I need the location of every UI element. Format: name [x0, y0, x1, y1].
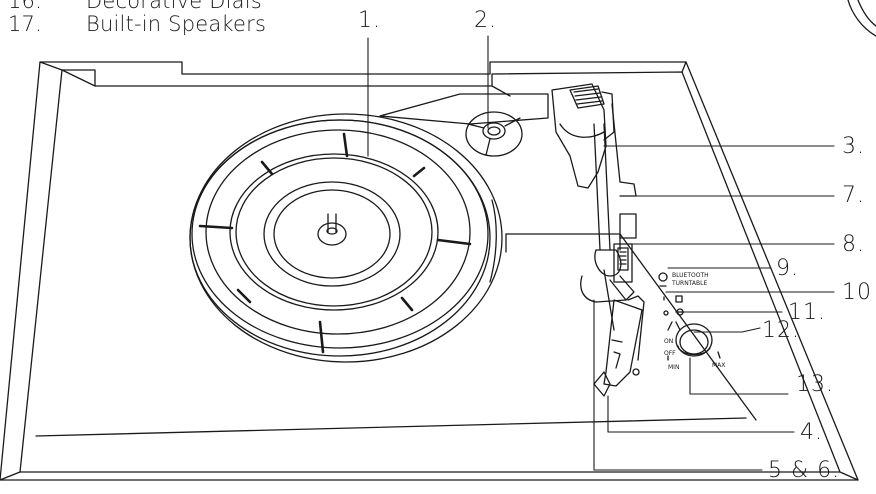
legend-text: Decorative Dials: [86, 0, 262, 13]
callout-7: 7.: [842, 183, 865, 208]
leader-12: [693, 327, 761, 333]
label-off: OFF: [664, 350, 676, 357]
callout-3: 3.: [842, 134, 865, 159]
legend-number: 17.: [8, 12, 42, 36]
legend-row: 17. Built-in Speakers: [0, 13, 266, 36]
callout-8: 8.: [842, 232, 865, 257]
label-turntable: TURNTABLE: [672, 280, 708, 287]
legend-number: 16.: [8, 0, 42, 13]
platter: [189, 113, 503, 363]
tonearm: [551, 83, 645, 397]
label-bluetooth: BLUETOOTH: [672, 272, 709, 279]
callout-10: 10: [842, 280, 872, 305]
strobe-marks: [198, 132, 472, 354]
arm-rest: [613, 213, 637, 283]
label-min: MIN: [668, 364, 680, 371]
deck-plate: [379, 93, 549, 125]
leader-lines: [367, 35, 835, 471]
control-panel: [658, 272, 721, 361]
label-on: ON: [664, 338, 674, 345]
leader-5-6: [593, 299, 763, 471]
legend-row: 16. Decorative Dials: [0, 0, 266, 13]
parts-legend: 16. Decorative Dials 17. Built-in Speake…: [0, 0, 266, 36]
cabinet: [0, 61, 859, 481]
callout-13: 13.: [796, 372, 834, 397]
label-max: MAX: [712, 362, 726, 369]
adapter-45rpm: [465, 111, 523, 157]
decorative-edge-inner: [857, 0, 876, 27]
cabinet-floor-edge: [35, 417, 747, 437]
callout-12: 12.: [762, 318, 800, 343]
leader-13: [689, 357, 789, 395]
legend-text: Built-in Speakers: [86, 12, 267, 36]
callout-4: 4.: [800, 420, 823, 445]
callout-5-6: 5 & 6.: [768, 458, 841, 483]
leader-4: [607, 395, 795, 433]
decorative-edge: [847, 0, 876, 37]
callout-9: 9.: [776, 256, 799, 281]
callout-2: 2.: [474, 8, 497, 33]
tonearm-deck-edge: [505, 233, 757, 421]
callout-11: 11.: [788, 300, 826, 325]
callout-1: 1.: [358, 8, 381, 33]
